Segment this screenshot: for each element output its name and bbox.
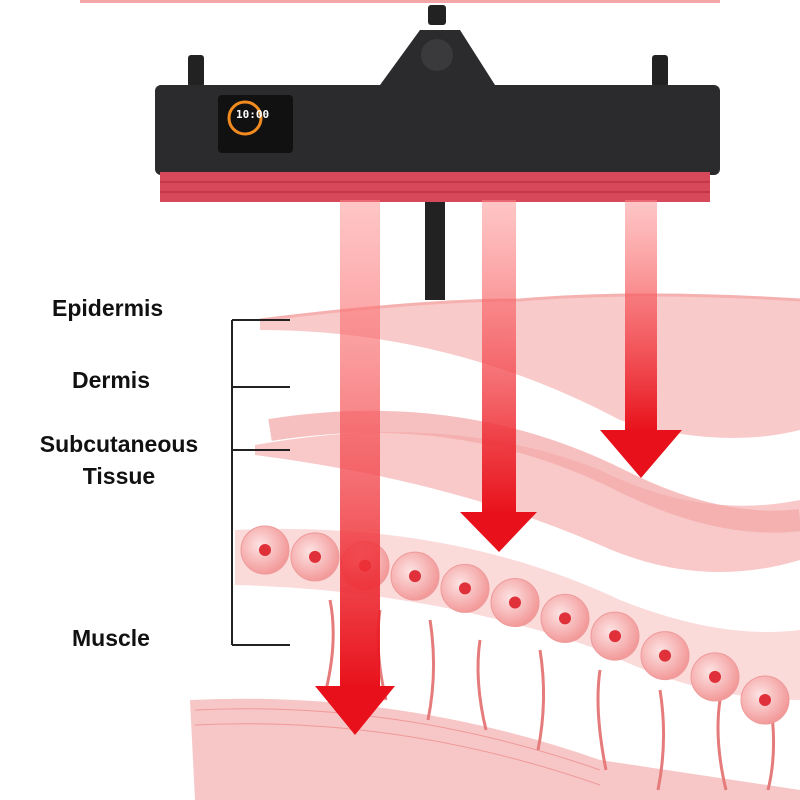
label-dermis: Dermis (72, 367, 150, 393)
cell-nucleus (609, 630, 621, 643)
arrow-down-icon (315, 686, 395, 735)
arrow-down-icon (600, 430, 682, 478)
device-screen[interactable] (218, 95, 293, 153)
device-body (155, 85, 720, 175)
label-subcutaneous: Subcutaneous Tissue (20, 428, 218, 492)
cell-nucleus (409, 570, 421, 583)
light-beam-3 (600, 200, 682, 478)
cell-nucleus (309, 550, 321, 563)
cell-nucleus (759, 694, 771, 706)
cell-nucleus (459, 582, 471, 595)
top-divider (80, 0, 720, 3)
layer-bracket (231, 319, 290, 646)
label-epidermis: Epidermis (52, 295, 164, 321)
label-subcutaneous-line1: Subcutaneous (39, 431, 199, 457)
cell-nucleus (259, 544, 271, 556)
muscle-layer (190, 698, 800, 800)
label-subcutaneous-line2: Tissue (82, 463, 156, 489)
cell-nucleus (709, 670, 721, 683)
cell-nucleus (659, 649, 671, 662)
adjust-knob[interactable] (428, 5, 446, 25)
stand-pole (425, 202, 445, 300)
cell-nucleus (509, 596, 521, 609)
therapy-device (155, 5, 720, 300)
cell-nucleus (559, 612, 571, 625)
light-beam-2 (460, 200, 537, 552)
arrow-down-icon (460, 512, 537, 552)
label-muscle: Muscle (72, 625, 150, 651)
screen-timer: 10:00 (236, 108, 270, 121)
led-panel (160, 172, 710, 202)
light-beam-1 (315, 200, 395, 735)
